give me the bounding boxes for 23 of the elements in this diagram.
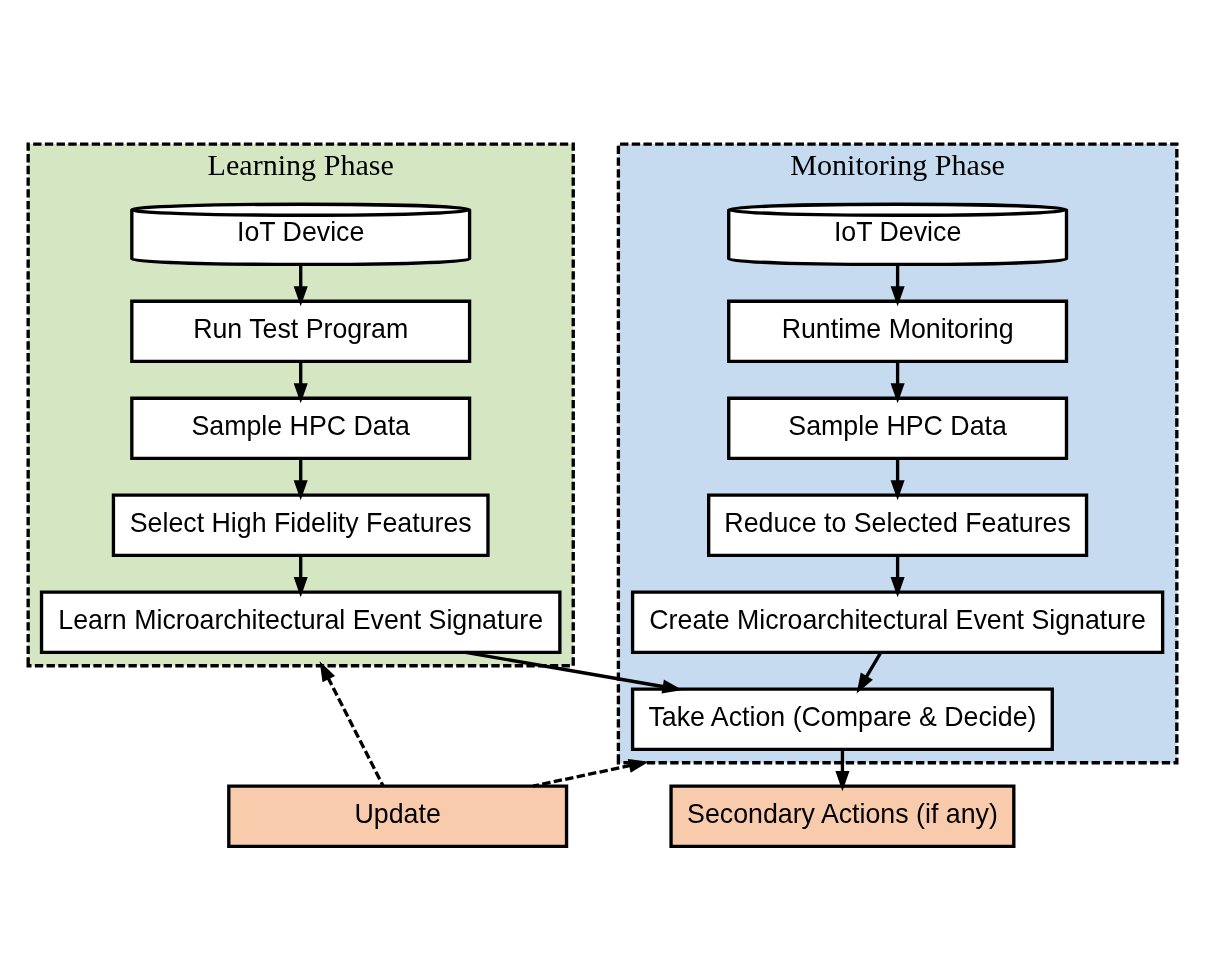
arrow — [532, 758, 649, 788]
arrow — [293, 458, 308, 500]
arrow — [890, 555, 905, 597]
node-box: Sample HPC Data — [130, 396, 472, 460]
arrow — [293, 264, 308, 306]
node-box: Reduce to Selected Features — [707, 493, 1089, 557]
node-box: Secondary Actions (if any) — [669, 783, 1016, 848]
arrow — [293, 361, 308, 403]
node-box: Select High Fidelity Features — [111, 493, 490, 557]
node-box: Learn Microarchitectural Event Signature — [39, 590, 562, 654]
arrow — [890, 361, 905, 403]
node-box: Take Action (Compare & Decide) — [630, 686, 1054, 751]
arrow — [856, 651, 883, 693]
arrow — [835, 749, 850, 791]
node-box: Sample HPC Data — [727, 396, 1069, 460]
node-box: Update — [227, 783, 569, 848]
arrow — [319, 660, 385, 787]
arrow — [890, 458, 905, 500]
arrow — [293, 555, 308, 597]
arrow — [890, 264, 905, 306]
node-box: Create Microarchitectural Event Signature — [630, 590, 1165, 654]
node-box: Runtime Monitoring — [727, 299, 1069, 363]
node-box: Run Test Program — [130, 299, 472, 363]
